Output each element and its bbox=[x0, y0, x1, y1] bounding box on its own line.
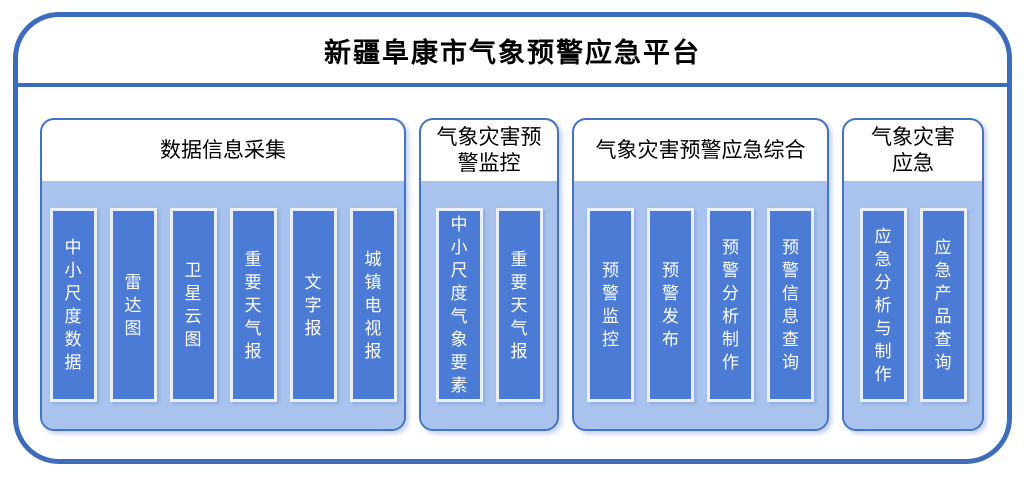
group-body: 预警监控 预警发布 预警分析制作 预警信息查询 bbox=[574, 181, 827, 429]
module-item-label: 中小尺度数据 bbox=[64, 238, 82, 372]
module-item: 预警发布 bbox=[647, 208, 694, 402]
platform-frame: 新疆阜康市气象预警应急平台 数据信息采集 中小尺度数据 雷达图 卫星云图 重要天气报 文… bbox=[13, 12, 1012, 464]
group-body: 中小尺度数据 雷达图 卫星云图 重要天气报 文字报 城镇电视报 bbox=[42, 181, 404, 429]
module-item-label: 应急产品查询 bbox=[934, 238, 952, 372]
module-item: 重要天气报 bbox=[229, 208, 277, 402]
module-item-label: 重要天气报 bbox=[510, 249, 528, 361]
module-item: 卫星云图 bbox=[169, 208, 217, 402]
module-item: 重要天气报 bbox=[495, 208, 543, 402]
module-item: 文字报 bbox=[289, 208, 337, 402]
group-title: 数据信息采集 bbox=[160, 138, 286, 162]
platform-title: 新疆阜康市气象预警应急平台 bbox=[324, 37, 701, 68]
group-3: 气象灾害预警应急综合 预警监控 预警发布 预警分析制作 预警信息查询 bbox=[572, 118, 829, 431]
group-2: 气象灾害预警监控 中小尺度气象要素 重要天气报 bbox=[419, 118, 559, 431]
module-item-label: 预警发布 bbox=[661, 261, 679, 349]
module-item-label: 城镇电视报 bbox=[364, 249, 382, 361]
module-item-label: 预警监控 bbox=[601, 261, 619, 349]
module-item-label: 预警信息查询 bbox=[781, 238, 799, 372]
module-item: 城镇电视报 bbox=[349, 208, 397, 402]
group-title: 气象灾害应急 bbox=[871, 125, 955, 175]
group-body: 中小尺度气象要素 重要天气报 bbox=[421, 181, 557, 429]
module-item-label: 雷达图 bbox=[124, 272, 142, 338]
title-band: 新疆阜康市气象预警应急平台 bbox=[18, 17, 1007, 87]
module-item: 中小尺度数据 bbox=[49, 208, 97, 402]
module-item: 中小尺度气象要素 bbox=[435, 208, 483, 402]
group-title: 气象灾害预警应急综合 bbox=[595, 138, 806, 162]
module-item-label: 应急分析与制作 bbox=[874, 226, 892, 384]
module-item: 应急分析与制作 bbox=[859, 208, 907, 402]
group-1: 数据信息采集 中小尺度数据 雷达图 卫星云图 重要天气报 文字报 城镇电视报 bbox=[40, 118, 406, 431]
module-item: 应急产品查询 bbox=[919, 208, 967, 402]
module-item-label: 文字报 bbox=[304, 272, 322, 338]
module-item: 预警信息查询 bbox=[767, 208, 814, 402]
module-item-label: 预警分析制作 bbox=[721, 238, 739, 372]
group-title: 气象灾害预警监控 bbox=[436, 125, 542, 175]
module-item-label: 卫星云图 bbox=[184, 261, 202, 349]
module-item: 雷达图 bbox=[109, 208, 157, 402]
module-item-label: 中小尺度气象要素 bbox=[450, 215, 468, 395]
group-body: 应急分析与制作 应急产品查询 bbox=[844, 181, 982, 429]
module-item: 预警分析制作 bbox=[707, 208, 754, 402]
groups-row: 数据信息采集 中小尺度数据 雷达图 卫星云图 重要天气报 文字报 城镇电视报 气象灾害预警… bbox=[40, 118, 1007, 431]
module-item: 预警监控 bbox=[587, 208, 634, 402]
module-item-label: 重要天气报 bbox=[244, 249, 262, 361]
group-4: 气象灾害应急 应急分析与制作 应急产品查询 bbox=[842, 118, 984, 431]
